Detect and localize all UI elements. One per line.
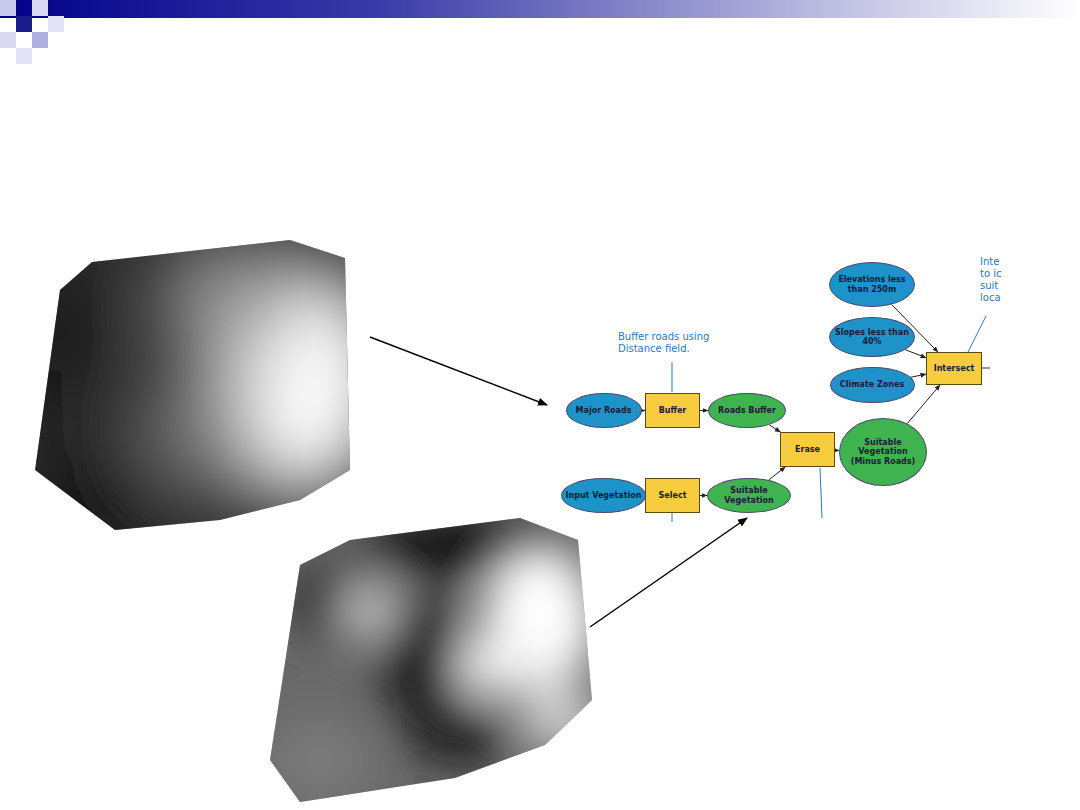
node-label: Suitable Vegetation (Minus Roads) <box>840 438 926 466</box>
pointer-arrow <box>590 518 747 627</box>
node-label: Intersect <box>931 364 978 373</box>
leader-line <box>672 513 673 522</box>
flow-connector <box>769 467 786 480</box>
header-bar <box>0 0 1080 18</box>
tool-box: Buffer <box>645 393 700 428</box>
flow-connector <box>910 374 926 377</box>
output-line <box>982 368 990 369</box>
checker-squares <box>0 0 64 64</box>
leader-line <box>820 468 822 518</box>
tool-box: Select <box>645 478 700 513</box>
input-data-ellipse: Input Vegetation <box>561 478 646 513</box>
node-label: Erase <box>792 445 823 454</box>
flow-connector <box>700 495 707 496</box>
flow-connector <box>905 350 926 358</box>
input-data-ellipse: Climate Zones <box>830 367 915 403</box>
callout-note: Inte to ic suit loca <box>980 256 1010 304</box>
derived-data-ellipse: Suitable Vegetation (Minus Roads) <box>839 418 927 486</box>
tool-box: Erase <box>780 432 835 467</box>
node-label: Suitable Vegetation <box>708 486 790 504</box>
input-data-ellipse: Major Roads <box>566 393 642 428</box>
tool-box: Intersect <box>926 352 982 385</box>
flow-connector <box>700 410 708 411</box>
node-label: Input Vegetation <box>562 491 644 500</box>
derived-data-ellipse: Roads Buffer <box>708 393 786 428</box>
callout-note: Buffer roads using Distance field. <box>618 331 738 355</box>
leader-line <box>672 362 673 392</box>
node-label: Roads Buffer <box>715 406 779 415</box>
node-label: Buffer <box>656 406 690 415</box>
input-data-ellipse: Slopes less than 40% <box>829 317 915 357</box>
pointer-arrow <box>370 337 547 405</box>
node-label: Slopes less than 40% <box>830 328 914 346</box>
slope-raster <box>265 515 600 805</box>
derived-data-ellipse: Suitable Vegetation <box>707 478 791 513</box>
leader-line <box>968 316 986 352</box>
flow-connector <box>769 425 780 432</box>
node-label: Select <box>656 491 690 500</box>
input-data-ellipse: Elevations less than 250m <box>829 262 915 307</box>
elevation-raster <box>30 235 390 540</box>
node-label: Elevations less than 250m <box>830 275 914 293</box>
node-label: Major Roads <box>573 406 635 415</box>
node-label: Climate Zones <box>837 380 907 389</box>
